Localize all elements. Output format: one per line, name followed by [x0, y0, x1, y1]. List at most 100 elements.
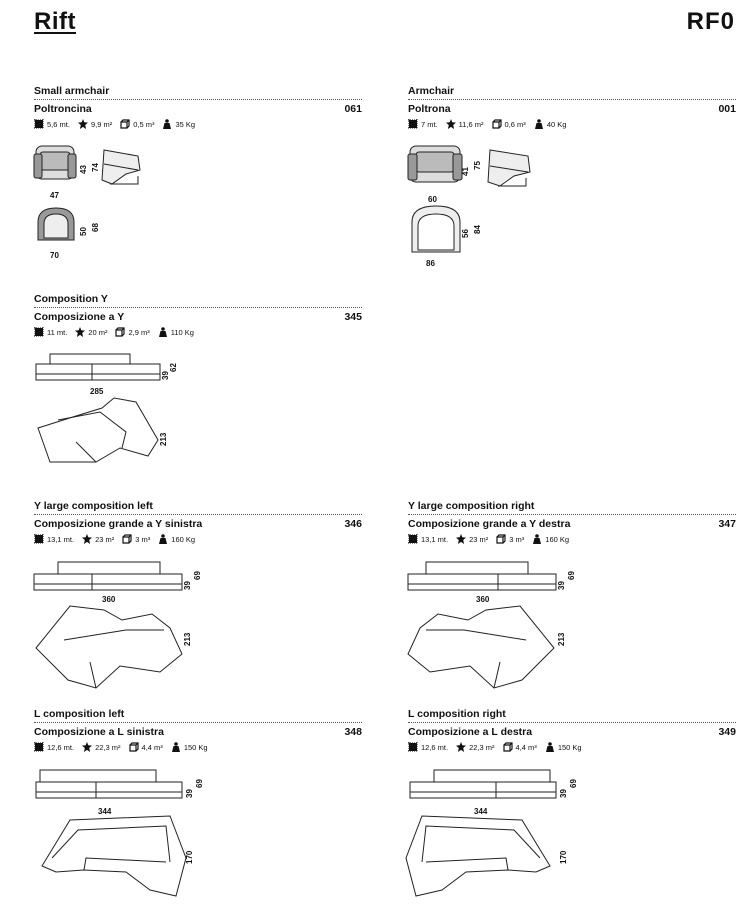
volume-value: 4,4 m³ — [141, 742, 163, 752]
spec-row: 13,1 mt. 23 m² 3 m³ 160 Kg — [34, 534, 362, 544]
volume-icon — [491, 119, 502, 129]
y-large-right-drawings: 360 39 69 213 — [407, 561, 576, 689]
divider — [408, 722, 736, 723]
collection-code: RF0 — [686, 8, 735, 35]
front-view — [33, 145, 77, 180]
product-name-it: Composizione a L sinistra — [34, 726, 164, 738]
leather-value: 22,3 m² — [95, 742, 121, 752]
weight-value: 150 Kg — [183, 742, 208, 752]
weight-icon — [159, 534, 168, 544]
dim-depth: 213 — [557, 632, 566, 646]
composition-y-drawings: 285 39 62 213 — [35, 353, 178, 463]
product-code: 346 — [344, 518, 362, 530]
dim-height: 69 — [193, 571, 202, 580]
fabric-icon — [34, 119, 44, 129]
product-name-it: Composizione grande a Y sinistra — [34, 518, 203, 530]
front-view — [33, 561, 183, 591]
leather-value: 11,6 m² — [458, 119, 484, 129]
weight-value: 150 Kg — [557, 742, 582, 752]
product-name-it: Poltroncina — [34, 103, 92, 115]
top-view — [35, 605, 183, 689]
spec-row: 7 mt. 11,6 m² 0,6 m³ 40 Kg — [408, 119, 736, 129]
product-name-en: L composition left — [34, 708, 125, 720]
volume-value: 4,4 m³ — [515, 742, 537, 752]
divider — [408, 514, 736, 515]
fabric-icon — [34, 327, 44, 337]
dim-d2: 68 — [91, 223, 100, 232]
front-view — [407, 561, 557, 591]
dim-width: 360 — [102, 595, 116, 604]
product-l-left: L composition left Composizione a L sini… — [34, 707, 362, 752]
dim-d1: 56 — [461, 229, 470, 238]
product-name-en: L composition right — [408, 708, 506, 720]
weight-icon — [545, 742, 554, 752]
dim-depth: 213 — [183, 632, 192, 646]
fabric-value: 5,6 mt. — [47, 119, 70, 129]
leather-icon — [82, 534, 93, 544]
volume-value: 2,9 m³ — [128, 327, 150, 337]
product-small-armchair: Small armchair Poltroncina 061 5,6 mt. 9… — [34, 84, 362, 129]
weight-icon — [158, 327, 167, 337]
spec-row: 12,6 mt. 22,3 m² 4,4 m³ 150 Kg — [34, 742, 362, 752]
leather-icon — [82, 742, 93, 752]
volume-icon — [122, 534, 132, 544]
product-code: 001 — [718, 103, 736, 115]
top-view — [407, 605, 555, 689]
dim-depth: 86 — [426, 259, 435, 268]
dim-seat-height: 41 — [461, 167, 470, 176]
l-right-drawings: 344 39 69 170 — [405, 769, 578, 897]
product-y-large-left: Y large composition left Composizione gr… — [34, 499, 362, 544]
volume-icon — [120, 119, 130, 129]
dim-d1: 50 — [79, 227, 88, 236]
product-name-it: Poltrona — [408, 103, 451, 115]
top-view — [37, 397, 159, 463]
product-name-it: Composizione a L destra — [408, 726, 533, 738]
volume-icon — [128, 742, 139, 752]
fabric-icon — [34, 742, 44, 752]
dim-height: 69 — [567, 571, 576, 580]
divider — [34, 514, 362, 515]
fabric-value: 13,1 mt. — [421, 534, 449, 544]
leather-value: 22,3 m² — [469, 742, 495, 752]
spec-row: 11 mt. 20 m² 2,9 m³ 110 Kg — [34, 327, 362, 337]
product-name-en: Small armchair — [34, 85, 110, 97]
volume-value: 0,6 m³ — [504, 119, 526, 129]
dim-width: 344 — [98, 807, 112, 816]
dim-height: 69 — [195, 779, 204, 788]
weight-icon — [163, 119, 172, 129]
top-view — [37, 207, 75, 241]
side-view — [101, 149, 141, 185]
small-armchair-drawings: 47 43 74 70 50 68 — [33, 145, 141, 260]
leather-value: 9,9 m² — [90, 119, 113, 129]
fabric-value: 11 mt. — [47, 327, 68, 337]
dim-seat-height: 39 — [183, 581, 192, 590]
front-view — [409, 769, 557, 799]
dim-depth: 70 — [50, 251, 59, 260]
leather-icon — [77, 119, 88, 129]
volume-value: 0,5 m³ — [133, 119, 155, 129]
top-view — [405, 815, 551, 897]
dim-height: 69 — [569, 779, 578, 788]
weight-value: 35 Kg — [175, 119, 196, 129]
spec-row: 5,6 mt. 9,9 m² 0,5 m³ 35 Kg — [34, 119, 362, 129]
weight-value: 160 Kg — [171, 534, 196, 544]
dim-depth: 170 — [559, 850, 568, 864]
fabric-icon — [408, 119, 418, 129]
front-view — [407, 145, 463, 183]
l-left-drawings: 344 39 69 170 — [35, 769, 204, 897]
divider — [408, 99, 736, 100]
product-name-en: Armchair — [408, 85, 455, 97]
fabric-icon — [408, 742, 418, 752]
dim-seat-height: 39 — [557, 581, 566, 590]
divider — [34, 722, 362, 723]
fabric-icon — [34, 534, 44, 544]
dim-width: 344 — [474, 807, 488, 816]
leather-value: 23 m² — [95, 534, 115, 544]
leather-icon — [456, 742, 467, 752]
dim-seat-height: 39 — [161, 371, 170, 380]
fabric-value: 13,1 mt. — [47, 534, 75, 544]
spec-row: 13,1 mt. 23 m² 3 m³ 160 Kg — [408, 534, 736, 544]
front-view — [35, 353, 161, 381]
weight-value: 160 Kg — [545, 534, 570, 544]
volume-icon — [496, 534, 506, 544]
